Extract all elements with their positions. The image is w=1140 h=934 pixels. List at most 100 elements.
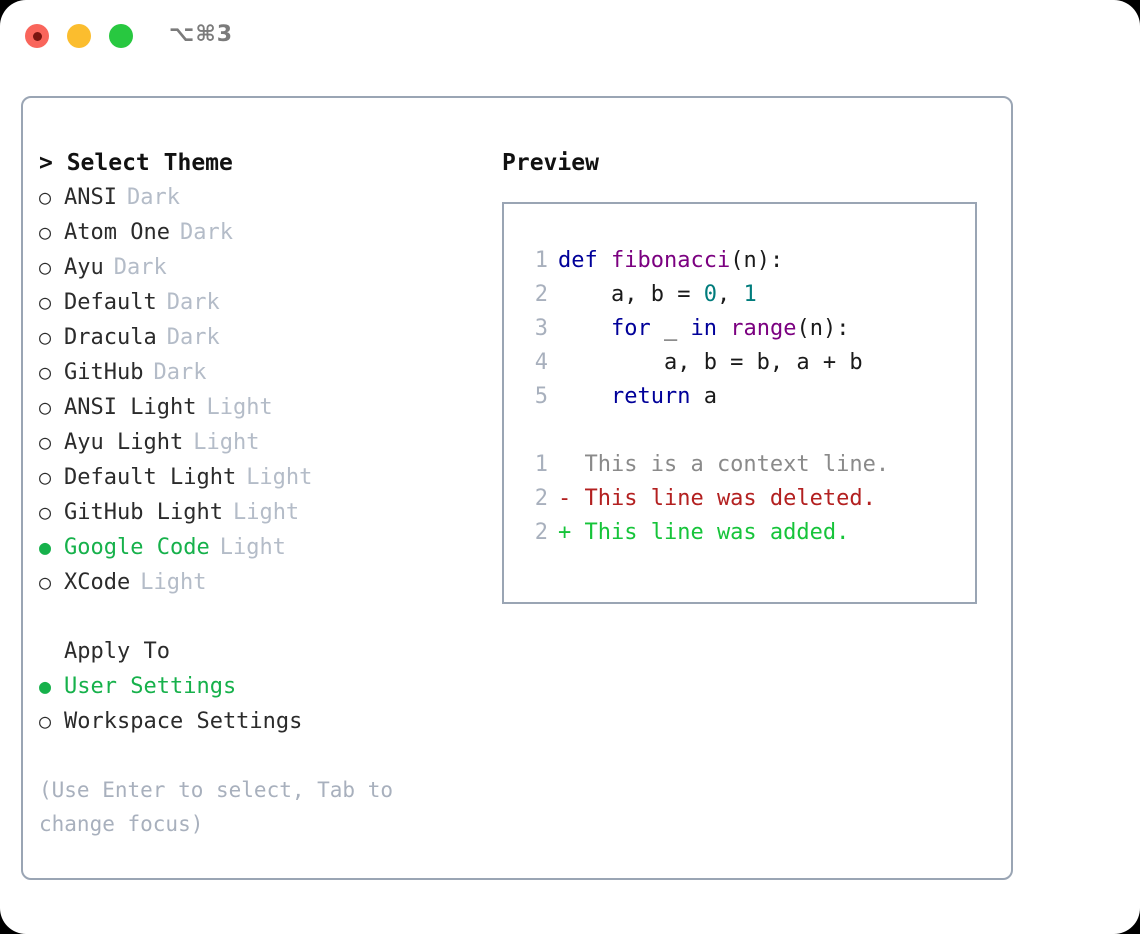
diff-line-del: 2 - This line was deleted. [504, 482, 975, 516]
apply-to-option-workspace-settings[interactable]: ○ Workspace Settings [39, 704, 479, 739]
theme-option-label: XCode [64, 570, 131, 595]
code-token-fn: range [730, 316, 797, 341]
code-token-punct [558, 384, 611, 409]
apply-to-option-list: ● User Settings ○ Workspace Settings [39, 669, 479, 739]
theme-option-variant: Dark [153, 360, 207, 385]
close-button[interactable] [25, 24, 49, 48]
radio-selected-icon: ● [39, 674, 52, 698]
diff-line-text: + This line was added. [558, 520, 850, 545]
code-token-kw: for [610, 316, 651, 341]
theme-option-variant: Dark [179, 220, 233, 245]
theme-option-label: GitHub [64, 360, 144, 385]
line-number: 2 [534, 520, 548, 545]
radio-unselected-icon: ○ [39, 290, 52, 314]
theme-option-variant: Dark [113, 255, 167, 280]
code-line-text: a, b = b, a + b [558, 346, 863, 380]
code-token-fn: fibonacci [611, 248, 731, 273]
maximize-button[interactable] [109, 24, 133, 48]
theme-option-variant: Dark [126, 185, 180, 210]
code-token-punct [558, 316, 611, 341]
code-token-punct: a, b = b, a + b [558, 350, 863, 375]
code-line-text: return a [558, 380, 717, 414]
code-token-punct: (n): [796, 316, 850, 341]
diff-line-add: 2 + This line was added. [504, 516, 975, 550]
code-token-num: 1 [743, 282, 757, 307]
theme-option-github-light[interactable]: ○ GitHub Light Light [39, 495, 479, 530]
code-token-num: 0 [703, 282, 717, 307]
radio-unselected-icon: ○ [39, 360, 52, 384]
radio-unselected-icon: ○ [39, 709, 52, 733]
diff-sample: 1 This is a context line. 2 - This line wa… [504, 448, 975, 550]
theme-option-label: Google Code [64, 535, 210, 560]
code-line-text: a, b = 0, 1 [558, 278, 757, 312]
theme-option-label: Default Light [64, 465, 237, 490]
theme-option-variant: Light [140, 570, 207, 595]
theme-option-variant: Dark [166, 290, 220, 315]
code-token-punct: (n): [730, 248, 784, 273]
line-number: 1 [534, 452, 548, 477]
keyboard-shortcut-label: ⌥⌘3 [169, 22, 234, 47]
theme-option-atom-one[interactable]: ○ Atom One Dark [39, 215, 479, 250]
theme-option-ayu-light[interactable]: ○ Ayu Light Light [39, 425, 479, 460]
code-token-kw: in [690, 316, 717, 341]
diff-line-text: - This line was deleted. [558, 486, 876, 511]
code-token-punct: , [716, 282, 744, 307]
theme-option-variant: Light [206, 395, 273, 420]
radio-unselected-icon: ○ [39, 500, 52, 524]
code-diff-spacer [504, 414, 975, 448]
theme-option-google-code[interactable]: ● Google Code Light [39, 530, 479, 565]
theme-option-variant: Light [193, 430, 260, 455]
code-line-text: for _ in range(n): [558, 312, 849, 346]
select-theme-heading: > Select Theme [39, 150, 233, 176]
theme-option-label: Atom One [64, 220, 170, 245]
minimize-button[interactable] [67, 24, 91, 48]
theme-option-xcode[interactable]: ○ XCode Light [39, 565, 479, 600]
code-token-punct: a, b = [558, 282, 704, 307]
code-line: 3 for _ in range(n): [504, 312, 975, 346]
diff-line-ctx: 1 This is a context line. [504, 448, 975, 482]
apply-to-heading: Apply To [64, 639, 170, 664]
code-line-text: def fibonacci(n): [558, 244, 783, 278]
theme-option-github[interactable]: ○ GitHub Dark [39, 355, 479, 390]
apply-to-option-user-settings[interactable]: ● User Settings [39, 669, 479, 704]
radio-unselected-icon: ○ [39, 430, 52, 454]
line-number: 3 [534, 316, 548, 341]
theme-option-variant: Light [232, 500, 300, 525]
code-line: 2 a, b = 0, 1 [504, 278, 975, 312]
apply-to-option-label: User Settings [64, 674, 237, 699]
theme-option-label: ANSI Light [64, 395, 197, 420]
line-number: 2 [534, 486, 548, 511]
code-token-punct: a [690, 384, 717, 409]
theme-option-label: GitHub Light [64, 500, 223, 525]
radio-unselected-icon: ○ [39, 325, 52, 349]
radio-selected-icon: ● [39, 535, 52, 559]
apply-to-heading-row: ○ Apply To [39, 634, 479, 669]
code-token-punct [598, 248, 611, 273]
keyboard-hint: (Use Enter to select, Tab to change focu… [39, 778, 406, 836]
theme-option-label: Ayu Light [64, 430, 184, 455]
line-number: 1 [534, 248, 548, 273]
radio-unselected-icon: ○ [39, 185, 52, 209]
code-token-punct [717, 316, 730, 341]
theme-option-label: Ayu [64, 255, 104, 280]
radio-unselected-icon: ○ [39, 570, 52, 594]
radio-unselected-icon: ○ [39, 220, 52, 244]
theme-option-variant: Light [219, 535, 286, 560]
theme-option-variant: Dark [166, 325, 220, 350]
apply-to-option-label: Workspace Settings [64, 709, 303, 734]
window-controls [25, 24, 133, 48]
theme-option-variant: Light [246, 465, 313, 490]
